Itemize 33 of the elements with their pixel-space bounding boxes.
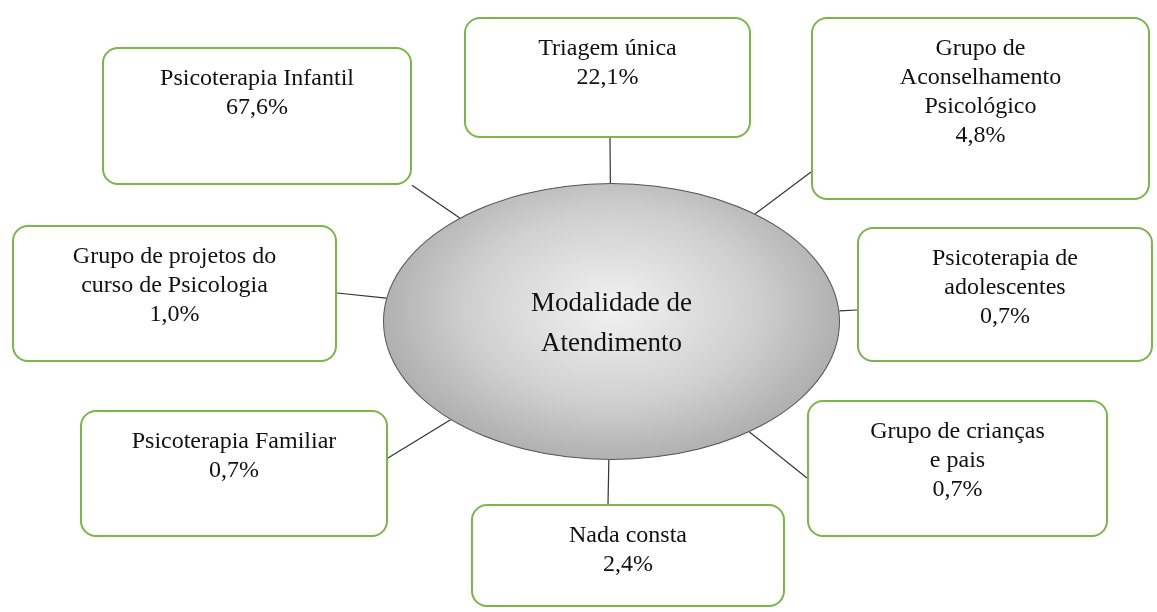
connector-line — [748, 431, 808, 479]
percentage-label: 0,7% — [209, 455, 259, 484]
category-label: Nada consta — [569, 520, 687, 549]
connector-line — [336, 292, 387, 299]
connector-line — [754, 171, 812, 215]
percentage-label: 22,1% — [576, 62, 639, 91]
percentage-label: 67,6% — [226, 92, 288, 121]
connector-line — [411, 184, 461, 219]
category-label: Grupo de Aconselhamento Psicológico — [898, 33, 1063, 120]
category-box — [811, 17, 1150, 200]
connector-line — [607, 459, 610, 505]
category-label: Grupo de crianças e pais — [869, 416, 1046, 474]
percentage-label: 4,8% — [955, 120, 1006, 149]
category-box — [464, 17, 751, 138]
category-box — [807, 400, 1108, 537]
category-box — [80, 410, 388, 537]
category-label: Psicoterapia de adolescentes — [931, 243, 1079, 301]
percentage-label: 2,4% — [603, 549, 653, 578]
percentage-label: 1,0% — [149, 299, 200, 328]
connector-line — [609, 137, 611, 184]
category-box — [12, 225, 337, 362]
category-label: Grupo de projetos do curso de Psicologia — [71, 241, 278, 299]
category-box — [102, 47, 412, 185]
category-label: Psicoterapia Infantil — [160, 63, 354, 92]
connector-line — [387, 419, 452, 459]
category-box — [471, 504, 785, 607]
category-box — [857, 227, 1153, 362]
category-label: Triagem única — [538, 33, 677, 62]
percentage-label: 0,7% — [980, 301, 1030, 330]
percentage-label: 0,7% — [932, 474, 983, 503]
connector-line — [838, 309, 858, 312]
center-label: Modalidade de Atendimento — [529, 285, 694, 359]
category-label: Psicoterapia Familiar — [131, 426, 337, 455]
